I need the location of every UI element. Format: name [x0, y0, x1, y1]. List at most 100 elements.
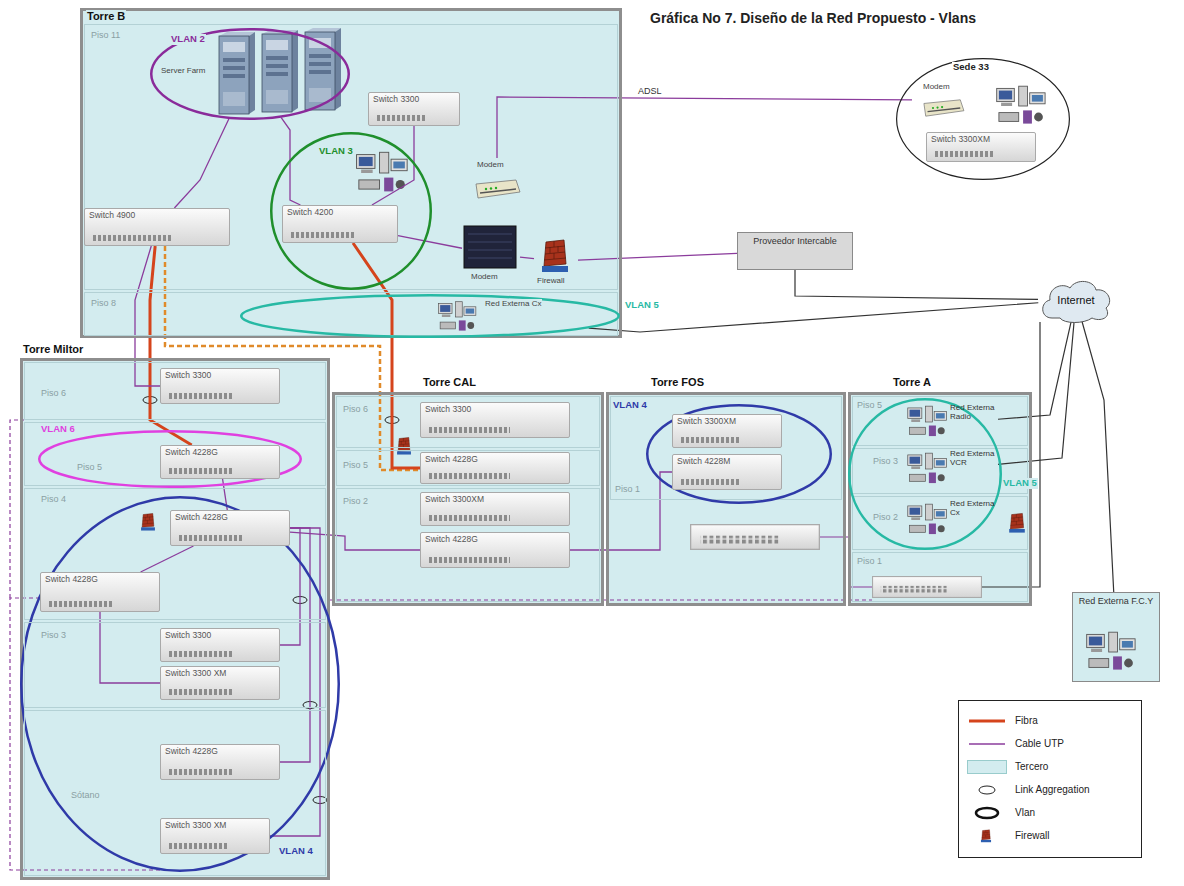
legend-label: Firewall — [1015, 830, 1049, 841]
node-label: Switch 3300 — [161, 629, 279, 641]
legend-sample — [979, 786, 995, 794]
utp-cable — [398, 236, 462, 249]
workstation-icon — [997, 86, 1045, 123]
switch-box: Switch 4900 — [84, 208, 230, 246]
utp-cable — [578, 253, 737, 260]
network-box: Red Externa F.C.Y — [1072, 592, 1160, 682]
node-label: Proveedor Intercable — [741, 236, 849, 246]
vlan-ellipse: VLAN 4Switch 3300XMSwitch 4228M — [646, 404, 832, 504]
switch-icon — [873, 577, 982, 598]
legend-swatch — [967, 760, 1007, 774]
legend-row: Cable UTP — [967, 732, 1133, 755]
vlan-ellipse: Red Externa CxVLAN 5 — [240, 294, 620, 338]
floor-band: Piso 2 — [852, 496, 1028, 550]
firewall-icon — [141, 513, 155, 530]
node-label: Piso 1 — [614, 484, 641, 494]
node-label: Torre A — [892, 376, 932, 389]
node-label: Piso 1 — [856, 556, 883, 566]
vlan-ellipse: VLAN 4 Switch 4228G Switch 4228G Switch 330… — [20, 496, 340, 872]
node-label: Switch 3300 — [421, 403, 569, 415]
firewall-icon — [542, 240, 568, 272]
vlan-label: Sede 33 — [952, 62, 990, 73]
firewall-icon — [1009, 513, 1025, 532]
node-label: Switch 3300XM — [421, 493, 569, 505]
node-label: Sótano — [70, 790, 101, 800]
tower-region: Torre APiso 5Piso 3Piso 2Piso 1VLAN 5Red… — [848, 392, 1032, 606]
switch-box: Switch 4200 — [282, 205, 398, 243]
legend-sample — [967, 829, 1007, 843]
vlan-label: VLAN 3 — [318, 146, 354, 157]
node-label: Piso 11 — [90, 30, 121, 40]
modem-icon — [464, 226, 516, 268]
node-label: Piso 6 — [40, 388, 67, 398]
legend-label: Link Aggregation — [1015, 784, 1090, 795]
switch-box: Switch 4228M — [672, 454, 782, 490]
floor-band: Piso 1 — [852, 552, 1028, 602]
legend-sample — [969, 719, 1005, 722]
legend-sample — [967, 783, 1007, 797]
node-label: Torre FOS — [650, 376, 705, 389]
legend-row: Tercero — [967, 755, 1133, 778]
switch-box: Switch 3300 — [160, 368, 280, 404]
workstation-group: Red Externa Cx — [906, 498, 998, 542]
node-label: Piso 2 — [872, 512, 899, 522]
utp-cable — [280, 528, 310, 762]
floor-band: Piso 5 — [852, 396, 1028, 446]
node-label: Piso 5 — [856, 400, 883, 410]
vlan-outline — [241, 295, 619, 337]
legend-box: FibraCable UTPTerceroLink AggregationVla… — [958, 700, 1142, 858]
node-label: Red Externa Cx — [950, 500, 996, 518]
legend-label: Tercero — [1015, 761, 1048, 772]
node-label: Red Externa VCR — [950, 450, 996, 468]
node-label: Switch 3300XM — [927, 133, 1035, 145]
switch-box: Switch 3300XM — [926, 132, 1036, 162]
provider-fill — [737, 232, 853, 270]
switch-box: Switch 4228G — [170, 510, 290, 546]
legend-sample — [976, 808, 998, 818]
floor-band: Piso 1 VLAN 4 Switch 3300XM Switch 4228M — [610, 396, 842, 500]
node-label: Switch 4228G — [171, 511, 289, 523]
internet-cloud: Internet — [1038, 278, 1114, 322]
legend-row: Link Aggregation — [967, 778, 1133, 801]
vlan-ellipse: VLAN 3 Switch 4200 — [270, 132, 432, 290]
node-label: Switch 4228G — [41, 573, 159, 585]
vlan-outline — [21, 497, 339, 871]
node-label: Red Externa Cx — [484, 299, 542, 308]
node-label: Switch 3300 XM — [161, 819, 269, 831]
vlan-label: VLAN 2 — [170, 34, 206, 45]
utp-cable — [497, 97, 912, 158]
switch-box: Switch 3300 XM — [160, 666, 280, 700]
node-label: Piso 2 — [342, 496, 369, 506]
switch-box: Switch 3300 — [368, 92, 460, 126]
vlan-outline — [848, 398, 1002, 550]
device-label: Firewall — [534, 236, 578, 286]
switch-box: Switch 3300XM — [672, 414, 782, 448]
node-label: Piso 3 — [872, 456, 899, 466]
switch-icon — [691, 525, 820, 550]
legend-label: Fibra — [1015, 715, 1038, 726]
floor-band: Piso 5Switch 4228G — [336, 450, 600, 486]
node-label: Firewall — [536, 276, 566, 285]
vlan-label: VLAN 4 — [278, 846, 314, 857]
legend-label: Cable UTP — [1015, 738, 1064, 749]
vlan-outline — [240, 294, 620, 338]
workstation-group: Red Externa VCR — [906, 448, 998, 490]
tower-region: Torre CALPiso 6Switch 3300Piso 5Switch 4… — [332, 392, 604, 606]
vlan-label: VLAN 4 — [612, 400, 648, 411]
vlan-outline — [39, 431, 301, 487]
utp-cable — [135, 246, 160, 386]
legend-sample — [969, 743, 1005, 745]
vlan-label: VLAN 6 — [40, 424, 76, 435]
third-party-fill — [1072, 592, 1160, 682]
node-label: Switch 4900 — [85, 209, 229, 221]
node-label: Server Farm — [160, 66, 206, 75]
switch-box: Switch 4228G — [160, 445, 280, 479]
device-label: Modem — [468, 158, 526, 202]
node-label: Switch 4228G — [161, 745, 279, 757]
node-label: Torre B — [86, 10, 126, 23]
utp-cable — [290, 532, 420, 550]
legend-sample — [967, 806, 1007, 820]
legend-sample — [967, 714, 1007, 728]
vlan-outline — [897, 59, 1070, 180]
tower-fill — [80, 8, 622, 338]
